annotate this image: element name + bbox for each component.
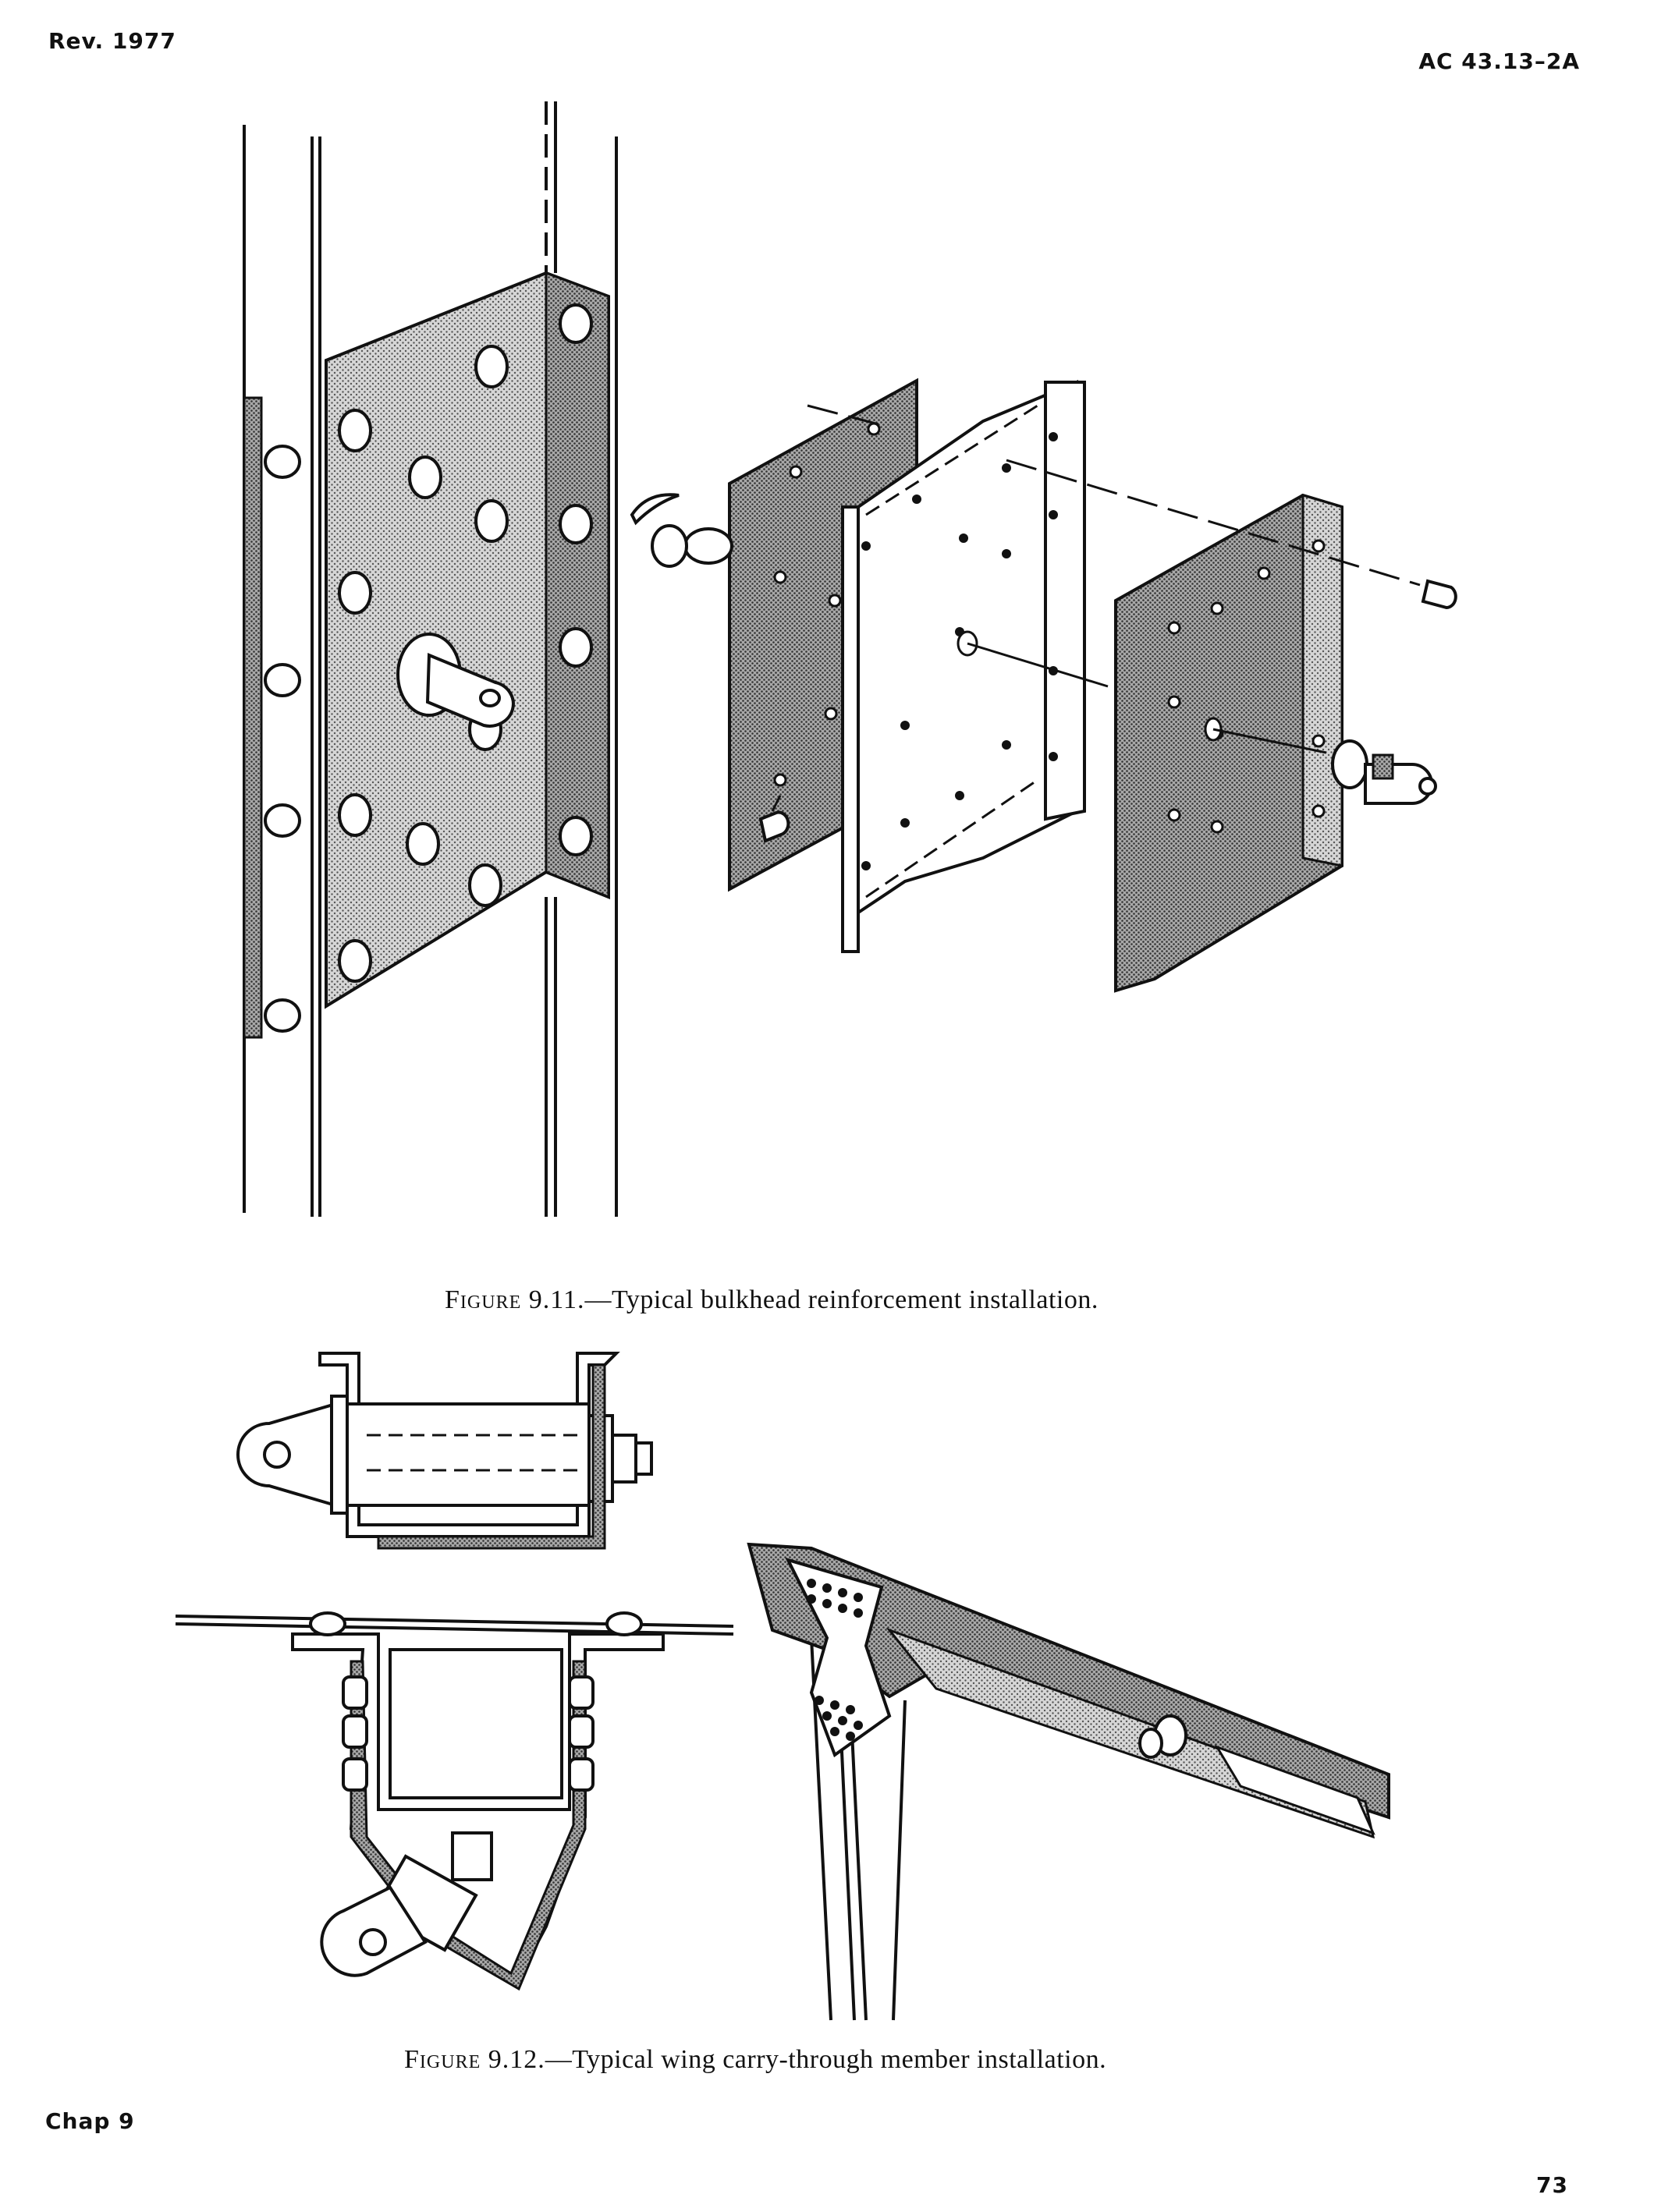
- header-document-number: AC 43.13–2A: [1418, 48, 1580, 74]
- page-number: 73: [1536, 2172, 1568, 2198]
- footer-chapter: Chap 9: [45, 2108, 135, 2134]
- bulkhead-reinforcement-illustration: [243, 101, 1457, 1217]
- figure-9-11-caption: Figure 9.11.—Typical bulkhead reinforcem…: [445, 1285, 1099, 1315]
- figure-9-11-number: Figure 9.11.: [445, 1285, 585, 1314]
- figure-9-12-caption: Figure 9.12.—Typical wing carry-through …: [404, 2045, 1106, 2075]
- figure-9-12-title: —Typical wing carry-through member insta…: [545, 2045, 1107, 2074]
- figure-9-12-number: Figure 9.12.: [404, 2045, 545, 2074]
- figure-9-11-title: —Typical bulkhead reinforcement installa…: [584, 1285, 1099, 1314]
- wing-carry-through-illustration: [175, 1352, 1390, 2021]
- header-revision: Rev. 1977: [48, 28, 176, 54]
